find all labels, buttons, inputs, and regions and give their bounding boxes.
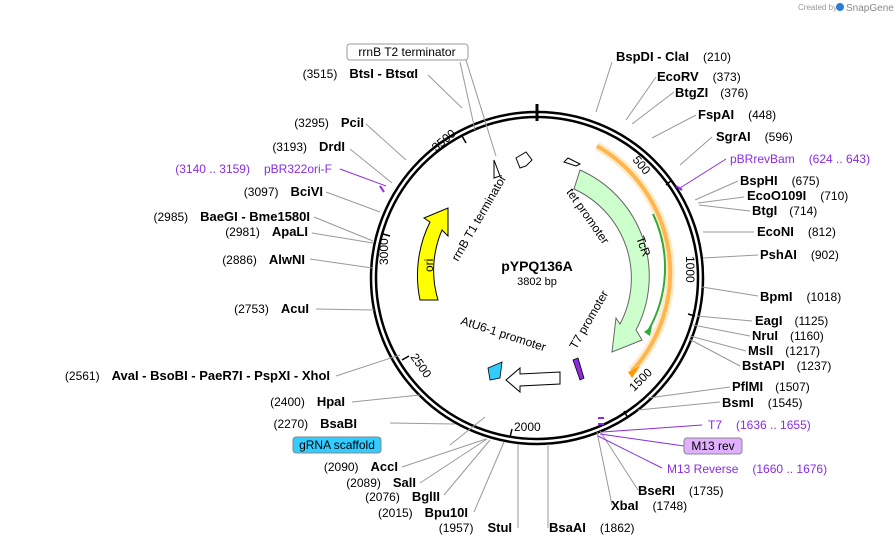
site-drdi[interactable]: (3193)DrdI	[272, 139, 345, 154]
credit-brand: SnapGene	[846, 3, 894, 14]
primer-marks	[379, 185, 683, 425]
ori-feature[interactable]	[416, 207, 449, 301]
site-nrui[interactable]: NruI(1160)	[752, 328, 824, 343]
tcr-inner-arrowhead	[644, 326, 652, 336]
primer-pbr322ori-f[interactable]: (3140 .. 3159)pBR322ori-F	[175, 162, 332, 176]
site-ecoo109i[interactable]: EcoO109I(710)	[747, 188, 848, 203]
tick-label-2000: 2000	[514, 420, 541, 434]
plasmid-name: pYPQ136A	[501, 258, 573, 274]
atu6-promoter-label: AtU6-1 promoter	[459, 314, 548, 355]
site-bsaai[interactable]: BsaAI(1862)	[549, 520, 635, 535]
rrnb-t2-box	[346, 43, 469, 61]
credit-prefix: Created by	[798, 3, 837, 12]
tick-label-1000: 1000	[683, 256, 697, 283]
plasmid-size: 3802 bp	[517, 276, 557, 288]
site-xbai[interactable]: XbaI(1748)	[611, 498, 687, 513]
grna-scaffold-feature[interactable]	[487, 361, 503, 381]
site-bsmi[interactable]: BsmI(1545)	[722, 395, 802, 410]
site-econi[interactable]: EcoNI(812)	[757, 224, 836, 239]
t7-promoter-feature[interactable]	[572, 357, 585, 381]
tcr-label: TcR	[633, 234, 653, 259]
site-bglii[interactable]: (2076)BglII	[365, 489, 440, 504]
site-sgrai[interactable]: SgrAI(596)	[716, 129, 793, 144]
tcr-inner-line	[647, 213, 666, 332]
t7-promoter-label: T7 promoter	[566, 288, 611, 352]
site-bcivi[interactable]: (3097)BciVI	[244, 184, 323, 199]
site-acci[interactable]: (2090)AccI	[324, 459, 398, 474]
tcr-feature[interactable]	[573, 169, 650, 353]
site-alwni[interactable]: (2886)AlwNI	[222, 252, 305, 267]
primer-m13-reverse[interactable]: M13 Reverse(1660 .. 1676)	[667, 462, 827, 476]
site-eagi[interactable]: EagI(1125)	[755, 313, 828, 328]
site-btsi[interactable]: (3515)BtsI - BtsαI	[303, 66, 418, 81]
grna-scaffold-box	[292, 436, 382, 454]
site-baegi-bme1580i[interactable]: (2985)BaeGI - Bme1580I	[153, 209, 310, 224]
tick-label-2500: 2500	[408, 351, 435, 381]
site-msli[interactable]: MslI(1217)	[748, 343, 820, 358]
site-acui[interactable]: (2753)AcuI	[234, 301, 309, 316]
scale-ticks	[382, 135, 696, 438]
site-apali[interactable]: (2981)ApaLI	[225, 224, 308, 239]
rrnb-t2-box-label: rrnB T2 terminator	[358, 45, 455, 59]
tet-promoter-feature[interactable]	[563, 157, 582, 167]
site-bseri[interactable]: BseRI(1735)	[638, 483, 724, 498]
m13rev-box	[683, 437, 743, 455]
site-sali[interactable]: (2089)SalI	[346, 475, 416, 490]
site-bspdi-clai[interactable]: BspDI - ClaI(210)	[616, 49, 731, 64]
rrnb-t1-label: rrnB T1 terminator	[448, 172, 509, 263]
m13rev-box-label: M13 rev	[691, 439, 734, 453]
site-btgzi[interactable]: BtgZI(376)	[675, 85, 748, 100]
atu6-promoter-feature[interactable]	[505, 366, 561, 394]
tick-label-3000: 3000	[377, 238, 391, 265]
site-btgi[interactable]: BtgI(714)	[752, 203, 817, 218]
leader-lines	[309, 59, 759, 528]
site-bsabi[interactable]: (2270)BsaBI	[273, 416, 357, 431]
site-ecorv[interactable]: EcoRV(373)	[657, 69, 741, 84]
primer-t7[interactable]: T7(1636 .. 1655)	[708, 418, 811, 432]
site-stui[interactable]: (1957)StuI	[439, 520, 512, 535]
site-pflmi[interactable]: PflMI(1507)	[732, 379, 810, 394]
site-avai-xhoi[interactable]: (2561)AvaI - BsoBI - PaeR7I - PspXI - Xh…	[65, 368, 330, 383]
site-hpai[interactable]: (2400)HpaI	[270, 394, 345, 409]
primer-pbrrevbam[interactable]: pBRrevBam(624 .. 643)	[730, 152, 870, 166]
site-bsphi[interactable]: BspHI(675)	[740, 173, 820, 188]
rrnb-t2-feature[interactable]	[493, 159, 501, 179]
rrnb-t1-feature[interactable]	[515, 151, 533, 169]
site-bstapi[interactable]: BstAPI(1237)	[742, 358, 831, 373]
tick-label-3500: 3500	[429, 126, 459, 154]
site-pcii[interactable]: (3295)PciI	[294, 115, 364, 130]
grna-scaffold-box-label: gRNA scaffold	[299, 438, 375, 452]
primer-leader-lines	[339, 158, 727, 469]
tick-500	[665, 179, 673, 186]
site-bpu10i[interactable]: (2015)Bpu10I	[378, 505, 468, 520]
orange-arc-arrowhead	[628, 366, 640, 378]
site-bpmi[interactable]: BpmI(1018)	[760, 289, 841, 304]
orange-feature-arc-halo	[594, 142, 675, 375]
snapgene-logo-icon	[836, 3, 844, 11]
site-fspai[interactable]: FspAI(448)	[698, 107, 776, 122]
ori-label: ori	[422, 259, 436, 272]
site-pshai[interactable]: PshAI(902)	[760, 247, 839, 262]
